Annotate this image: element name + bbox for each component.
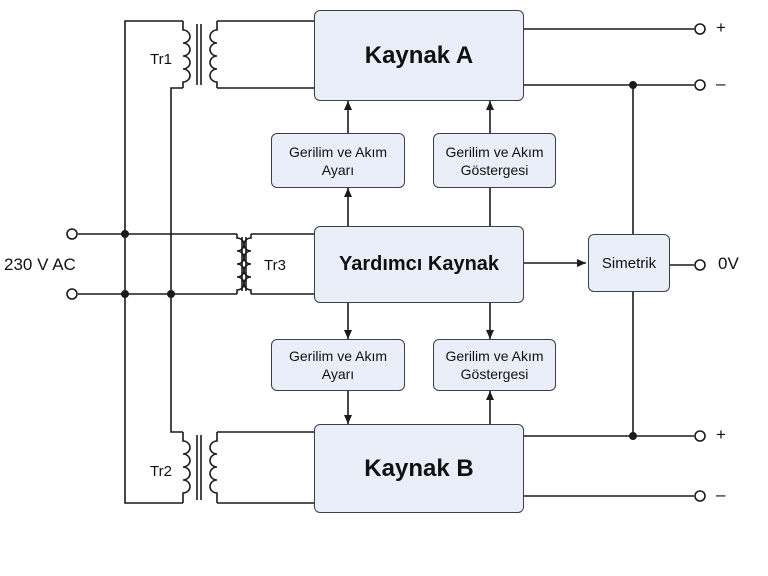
yardimci-kaynak-box: Yardımcı Kaynak [314,226,524,303]
tr2-windings [182,431,314,504]
kaynak-a-box: Kaynak A [314,10,524,101]
kaynak-a-label: Kaynak A [364,41,474,69]
kaynak-b-box: Kaynak B [314,424,524,513]
gosterge-top-label: Gerilim ve Akım Göstergesi [445,143,544,178]
ayar-top-label: Gerilim ve Akım Ayarı [288,143,387,178]
terminal-circles [66,23,706,502]
gosterge-bottom-label: Gerilim ve Akım Göstergesi [445,348,544,382]
simetrik-box: Simetrik [588,234,670,292]
tr1-label: Tr1 [150,51,172,68]
yardimci-kaynak-label: Yardımcı Kaynak [338,253,500,275]
tr1-windings [182,20,314,89]
tr-primary-bus [124,20,183,504]
ayar-top-box: Gerilim ve Akım Ayarı [271,133,405,188]
tr3-windings [236,233,314,295]
kaynak-b-label: Kaynak B [364,454,474,482]
ayar-bottom-label: Gerilim ve Akım Ayarı [288,348,387,382]
kaynak-a-plus-label: + [716,18,726,37]
gosterge-top-box: Gerilim ve Akım Göstergesi [433,133,556,188]
tr2-label: Tr2 [150,463,172,480]
kaynak-b-plus-label: + [716,425,726,444]
junction-dots [121,81,637,440]
output-wires [524,28,694,497]
kaynak-a-minus-label: – [716,74,726,93]
simetrik-label: Simetrik [601,254,657,272]
input-voltage-label: 230 V AC [4,255,76,274]
kaynak-b-minus-label: – [716,485,726,504]
signal-arrows [344,101,586,424]
input-wires [78,233,237,295]
gosterge-bottom-box: Gerilim ve Akım Göstergesi [433,339,556,391]
tr3-label: Tr3 [264,257,286,274]
zero-volt-label: 0V [718,254,739,273]
ayar-bottom-box: Gerilim ve Akım Ayarı [271,339,405,391]
